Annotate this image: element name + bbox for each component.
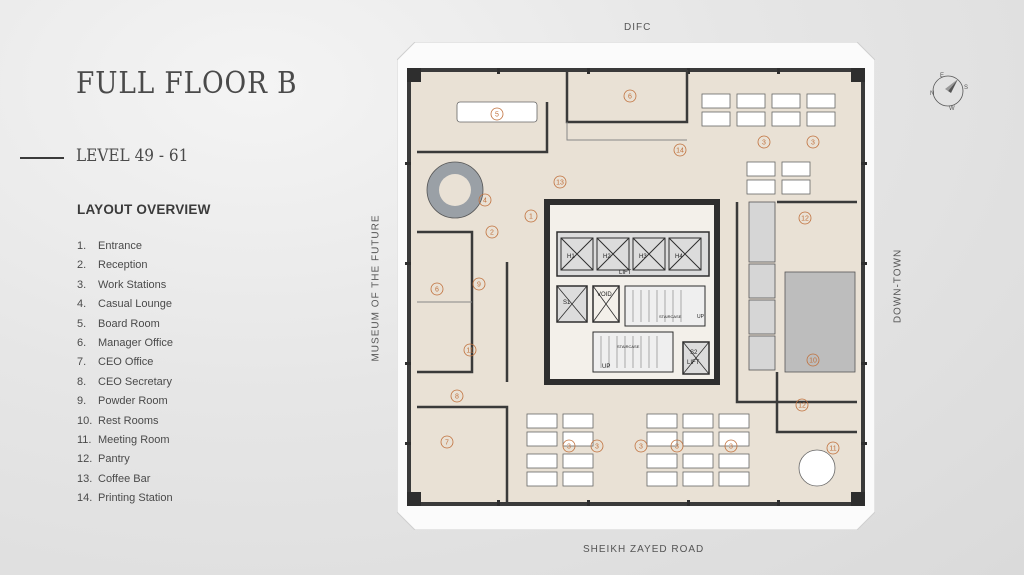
marker-number: 4 (483, 198, 487, 205)
legend-item: 14. Printing Station (77, 492, 173, 511)
marker-number: 6 (628, 94, 632, 101)
lift-s2-caption: LIFT (687, 360, 700, 366)
legend-label: Reception (98, 259, 148, 272)
void-label: VOID (597, 292, 612, 298)
legend-label: Entrance (98, 240, 143, 252)
legend-number: 12. (77, 453, 93, 466)
staircase-a-label: STAIRCASE (617, 344, 640, 349)
legend-label: Manager Office (98, 336, 174, 349)
level-label: LEVEL 49 - 61 (76, 146, 189, 166)
stair-up-a-label: UP (602, 364, 610, 370)
direction-label-north: DIFC (624, 22, 652, 33)
legend-item: 7. CEO Office (77, 356, 173, 375)
marker-number: 3 (639, 444, 643, 451)
marker-number: 3 (675, 444, 679, 451)
lift-h2-label: H2 (603, 254, 611, 260)
marker-number: 14 (676, 148, 684, 155)
compass-letter-n: N (930, 91, 934, 97)
legend-item: 9. Powder Room (77, 395, 173, 414)
legend-number: 4. (77, 298, 87, 311)
stair-up-label: UP (697, 314, 705, 320)
marker-number: 3 (811, 140, 815, 147)
layout-legend: 1. Entrance 2. Reception 3. Work Stations 4… (77, 240, 173, 511)
lift-s1-label: S1 (563, 300, 571, 306)
marker-number: 6 (435, 287, 439, 294)
legend-item: 3. Work Stations (77, 279, 173, 298)
legend-label: Casual Lounge (98, 298, 173, 311)
direction-label-east: DOWN-TOWN (892, 248, 904, 324)
marker-number: 13 (556, 180, 564, 187)
legend-label: Coffee Bar (98, 472, 151, 485)
staircase-label: STAIRCASE (659, 314, 682, 319)
legend-number: 13. (77, 472, 93, 485)
legend-number: 9. (77, 395, 87, 408)
legend-label: Rest Rooms (98, 414, 159, 427)
legend-number: 14. (77, 492, 93, 505)
legend-number: 5. (77, 317, 87, 330)
layout-overview-heading: LAYOUT OVERVIEW (77, 202, 211, 217)
marker-number: 11 (829, 446, 836, 453)
legend-item: 11. Meeting Room (77, 434, 173, 453)
compass-letter-e: E (940, 73, 944, 79)
lift-h1-label: H1 (567, 254, 575, 260)
legend-label: Pantry (98, 453, 130, 466)
marker-number: 8 (455, 394, 459, 401)
compass-letter-s: S (964, 85, 968, 91)
legend-label: Printing Station (98, 492, 173, 505)
legend-item: 4. Casual Lounge (77, 298, 173, 317)
marker-number: 5 (495, 112, 499, 119)
legend-item: 2. Reception (77, 259, 173, 278)
legend-item: 12. Pantry (77, 453, 173, 472)
legend-label: CEO Office (98, 356, 154, 369)
legend-label: CEO Secretary (98, 375, 172, 388)
marker-number: 3 (595, 444, 599, 451)
legend-label: Powder Room (98, 395, 168, 408)
marker-number: 12 (801, 216, 809, 223)
legend-number: 3. (77, 278, 87, 291)
marker-number: 3 (729, 444, 733, 451)
legend-number: 6. (77, 336, 87, 349)
legend-number: 1. (77, 240, 87, 252)
legend-item: 1. Entrance (77, 240, 173, 259)
marker-number: 11 (466, 348, 473, 355)
lift-h4-label: H4 (675, 254, 683, 260)
legend-number: 10. (77, 414, 93, 427)
lift-s2-label: S2 (690, 350, 698, 356)
page-title: FULL FLOOR B (76, 66, 298, 101)
level-divider (20, 157, 64, 159)
lift-h3-label: H3 (639, 254, 647, 260)
direction-label-south: SHEIKH ZAYED ROAD (583, 544, 705, 555)
legend-item: 13. Coffee Bar (77, 473, 173, 492)
compass-icon: E N S W (930, 73, 968, 112)
legend-number: 2. (77, 259, 87, 272)
legend-label: Meeting Room (98, 433, 170, 446)
direction-label-west: MUSEUM OF THE FUTURE (370, 214, 382, 362)
legend-item: 6. Manager Office (77, 337, 173, 356)
legend-item: 5. Board Room (77, 318, 173, 337)
legend-number: 11. (77, 433, 92, 446)
marker-number: 10 (809, 358, 817, 365)
legend-number: 7. (77, 356, 87, 369)
lift-label: LIFT (619, 270, 632, 276)
marker-number: 1 (529, 214, 533, 221)
floor-plan: H1 H2 H3 H4 LIFT S1 VOID STAIRCASE UP ST… (397, 42, 875, 530)
legend-item: 8. CEO Secretary (77, 376, 173, 395)
compass-letter-w: W (949, 106, 955, 112)
marker-number: 12 (798, 403, 806, 410)
marker-number: 3 (762, 140, 766, 147)
marker-number: 3 (567, 444, 571, 451)
legend-label: Board Room (98, 317, 160, 330)
marker-number: 7 (445, 440, 449, 447)
legend-label: Work Stations (98, 278, 167, 291)
legend-number: 8. (77, 375, 87, 388)
legend-item: 10. Rest Rooms (77, 415, 173, 434)
marker-number: 2 (490, 230, 494, 237)
marker-number: 9 (477, 282, 481, 289)
